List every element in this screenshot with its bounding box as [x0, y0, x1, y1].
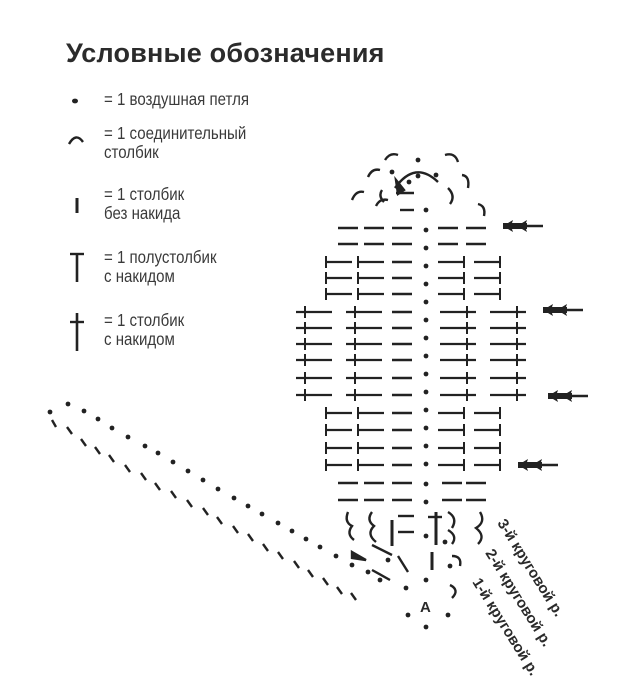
legend-label: = 1 соединительный столбик	[104, 123, 247, 162]
legend-title: Условные обозначения	[66, 38, 385, 68]
row-arrow-3	[546, 388, 590, 404]
center-chain-spine	[377, 157, 453, 630]
half-double-crochet-rows-lower	[324, 405, 502, 473]
legend-label: = 1 столбик без накида	[104, 184, 185, 223]
double-crochet-rows	[294, 304, 528, 403]
legend-label: = 1 воздушная петля	[104, 89, 250, 109]
row-arrow-2	[541, 302, 585, 318]
leaf-base-rounds	[345, 510, 484, 599]
stem-chain	[47, 401, 371, 601]
double-crochet-cross-icon	[70, 313, 84, 351]
single-crochet-rows-bottom	[336, 481, 488, 502]
legend-label: = 1 столбик с накидом	[104, 310, 185, 349]
single-crochet-bar-icon	[75, 198, 79, 213]
row-arrow-4	[516, 457, 560, 473]
chain-stitch-dot-icon	[72, 98, 78, 104]
start-marker: A	[420, 599, 431, 616]
legend-label: = 1 полустолбик с накидом	[104, 247, 217, 286]
half-double-crochet-t-icon	[70, 252, 84, 282]
half-double-crochet-rows-upper	[324, 254, 502, 302]
single-crochet-rows-top	[336, 226, 488, 246]
slip-stitch-arc-icon	[67, 136, 84, 145]
leaf-tip	[350, 152, 486, 217]
row-arrow-1	[501, 218, 545, 234]
